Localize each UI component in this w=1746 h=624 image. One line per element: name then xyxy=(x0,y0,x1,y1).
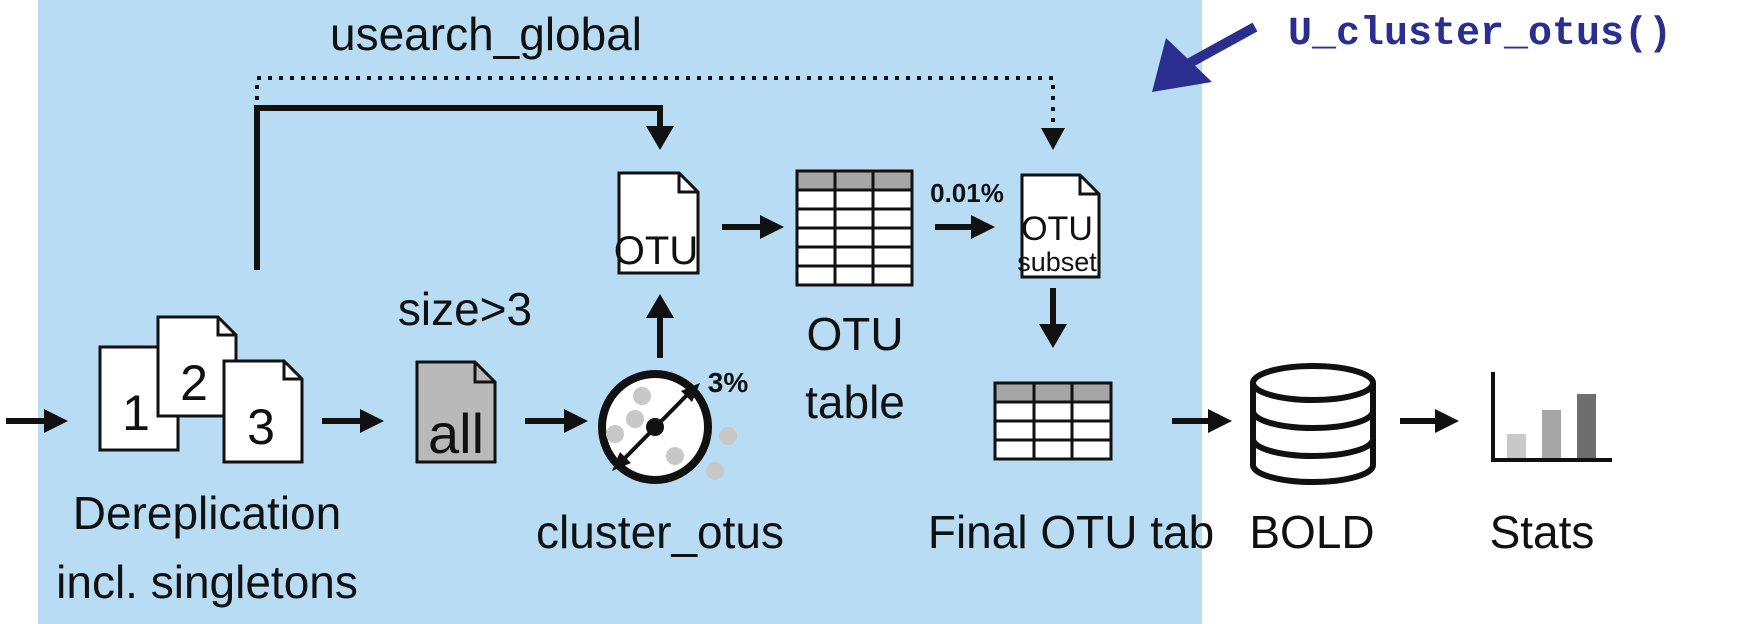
cluster-otus-icon xyxy=(598,370,737,484)
otu-doc-icon xyxy=(617,171,700,275)
otu-subset-label-line1: OTU xyxy=(1021,210,1093,248)
cluster-percent-label: 3% xyxy=(708,367,749,398)
final-otu-table-icon xyxy=(993,381,1113,461)
otu-doc-label: OTU xyxy=(614,229,698,273)
abundance-filter-label: 0.01% xyxy=(930,178,1004,208)
all-sequences-doc-icon xyxy=(415,360,497,464)
usearch-global-label: usearch_global xyxy=(330,8,642,60)
otu-table-label-line1: OTU xyxy=(806,308,903,360)
derep-to-all-arrow xyxy=(322,409,384,433)
pipeline-panel xyxy=(38,0,1202,624)
final-otu-table-label: Final OTU tab xyxy=(928,506,1214,558)
otu-table-label-line2: table xyxy=(805,376,905,428)
usearch-global-dotted-edge xyxy=(255,76,1065,150)
subset-to-final-arrow xyxy=(1039,288,1067,348)
bold-database-icon xyxy=(1250,363,1376,485)
derep-label-line1: Dereplication xyxy=(73,487,341,539)
otu-subset-label-line2: subset xyxy=(1017,247,1097,277)
otu-to-table-arrow xyxy=(722,215,784,239)
derep-label-line2: incl. singletons xyxy=(56,556,358,608)
derep-documents-icon xyxy=(98,315,304,464)
final-to-bold-arrow xyxy=(1172,409,1232,433)
bold-to-stats-arrow xyxy=(1400,409,1459,433)
cluster-to-otu-arrow xyxy=(646,294,674,358)
stats-label: Stats xyxy=(1490,506,1595,558)
all-to-cluster-arrow xyxy=(525,409,588,433)
cluster-otus-label: cluster_otus xyxy=(536,506,784,558)
derep-doc-2-label: 2 xyxy=(180,355,208,411)
function-title: U_cluster_otus() xyxy=(1288,12,1672,57)
table-to-subset-arrow xyxy=(935,215,995,239)
derep-doc-1-label: 1 xyxy=(122,385,150,441)
derep-to-otu-edge xyxy=(254,105,674,270)
bold-label: BOLD xyxy=(1249,506,1374,558)
size-filter-label: size>3 xyxy=(398,283,532,335)
otu-subset-doc-icon xyxy=(1020,173,1101,279)
derep-doc-3-label: 3 xyxy=(247,399,275,455)
input-arrow xyxy=(6,409,68,433)
all-doc-label: all xyxy=(428,402,484,465)
stats-bar-chart-icon xyxy=(1491,372,1612,462)
pointer-arrow-icon xyxy=(1152,22,1258,92)
otu-table-icon xyxy=(795,169,914,287)
